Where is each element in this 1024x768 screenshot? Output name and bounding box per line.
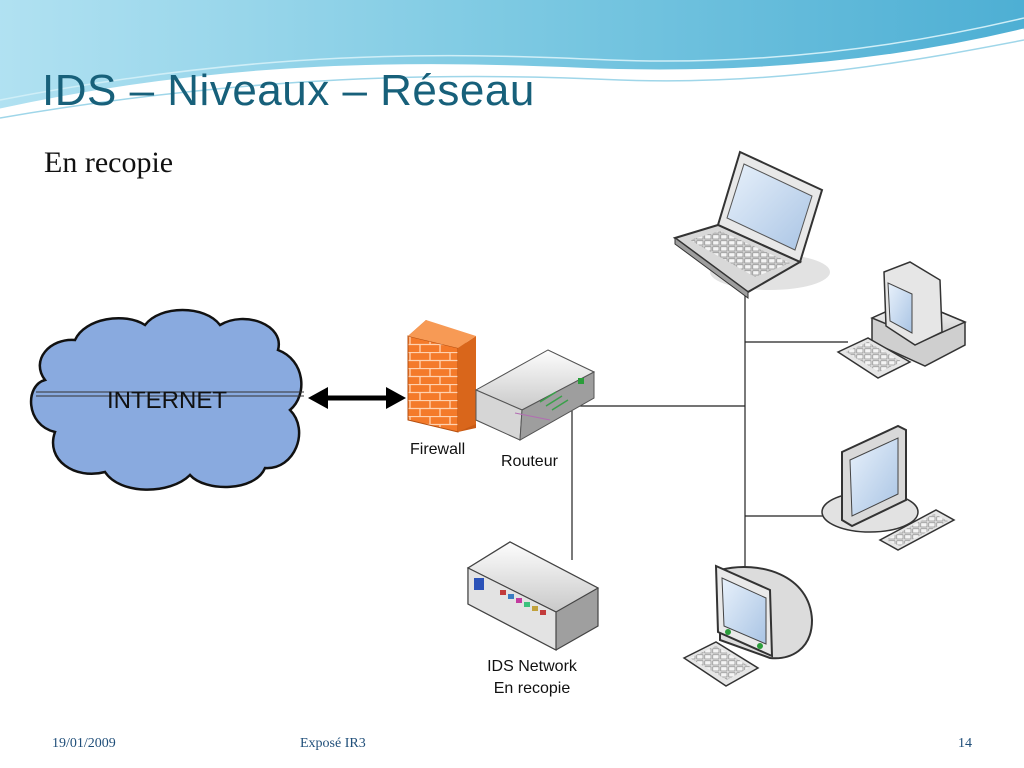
laptop-icon xyxy=(672,150,830,299)
slide-title: IDS – Niveaux – Réseau xyxy=(42,66,535,115)
ids-label-line1: IDS Network xyxy=(487,658,578,675)
footer-date: 19/01/2009 xyxy=(52,736,116,751)
header-wave xyxy=(0,0,1024,119)
slide-subtitle: En recopie xyxy=(44,146,174,179)
router-icon xyxy=(474,349,596,441)
footer-page-number: 14 xyxy=(958,736,972,751)
connection-lines xyxy=(571,290,848,570)
internet-label: INTERNET xyxy=(107,387,227,414)
flat-monitor-icon xyxy=(821,424,956,551)
desktop-tower-icon xyxy=(836,261,967,379)
firewall-label: Firewall xyxy=(410,441,465,458)
ids-label-line2: En recopie xyxy=(494,680,571,697)
ids-box-icon xyxy=(466,541,600,651)
imac-icon xyxy=(682,564,814,687)
double-arrow-icon xyxy=(308,387,406,409)
cloud-icon: INTERNET xyxy=(29,308,304,491)
router-label: Routeur xyxy=(501,453,559,470)
footer-center: Exposé IR3 xyxy=(300,736,366,751)
firewall-icon xyxy=(407,320,476,433)
